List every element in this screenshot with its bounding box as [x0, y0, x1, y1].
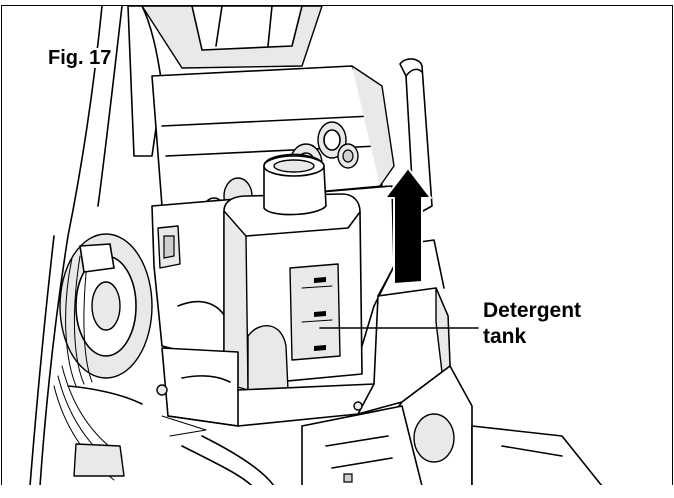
detergent-tank-callout: Detergent tank: [483, 298, 581, 350]
figure-frame: Fig. 17 Detergent tank: [1, 5, 673, 485]
callout-line-2: tank: [483, 325, 527, 348]
figure-label: Fig. 17: [46, 47, 114, 69]
tank-holder-tray: [156, 239, 451, 427]
lower-base: [181, 365, 603, 485]
detergent-tank: [223, 153, 363, 391]
arrow-up-icon: [384, 167, 432, 285]
pressure-washer-illustration: [29, 6, 603, 485]
callout-line-1: Detergent: [483, 299, 582, 322]
hose-reel-frame: [29, 6, 207, 485]
